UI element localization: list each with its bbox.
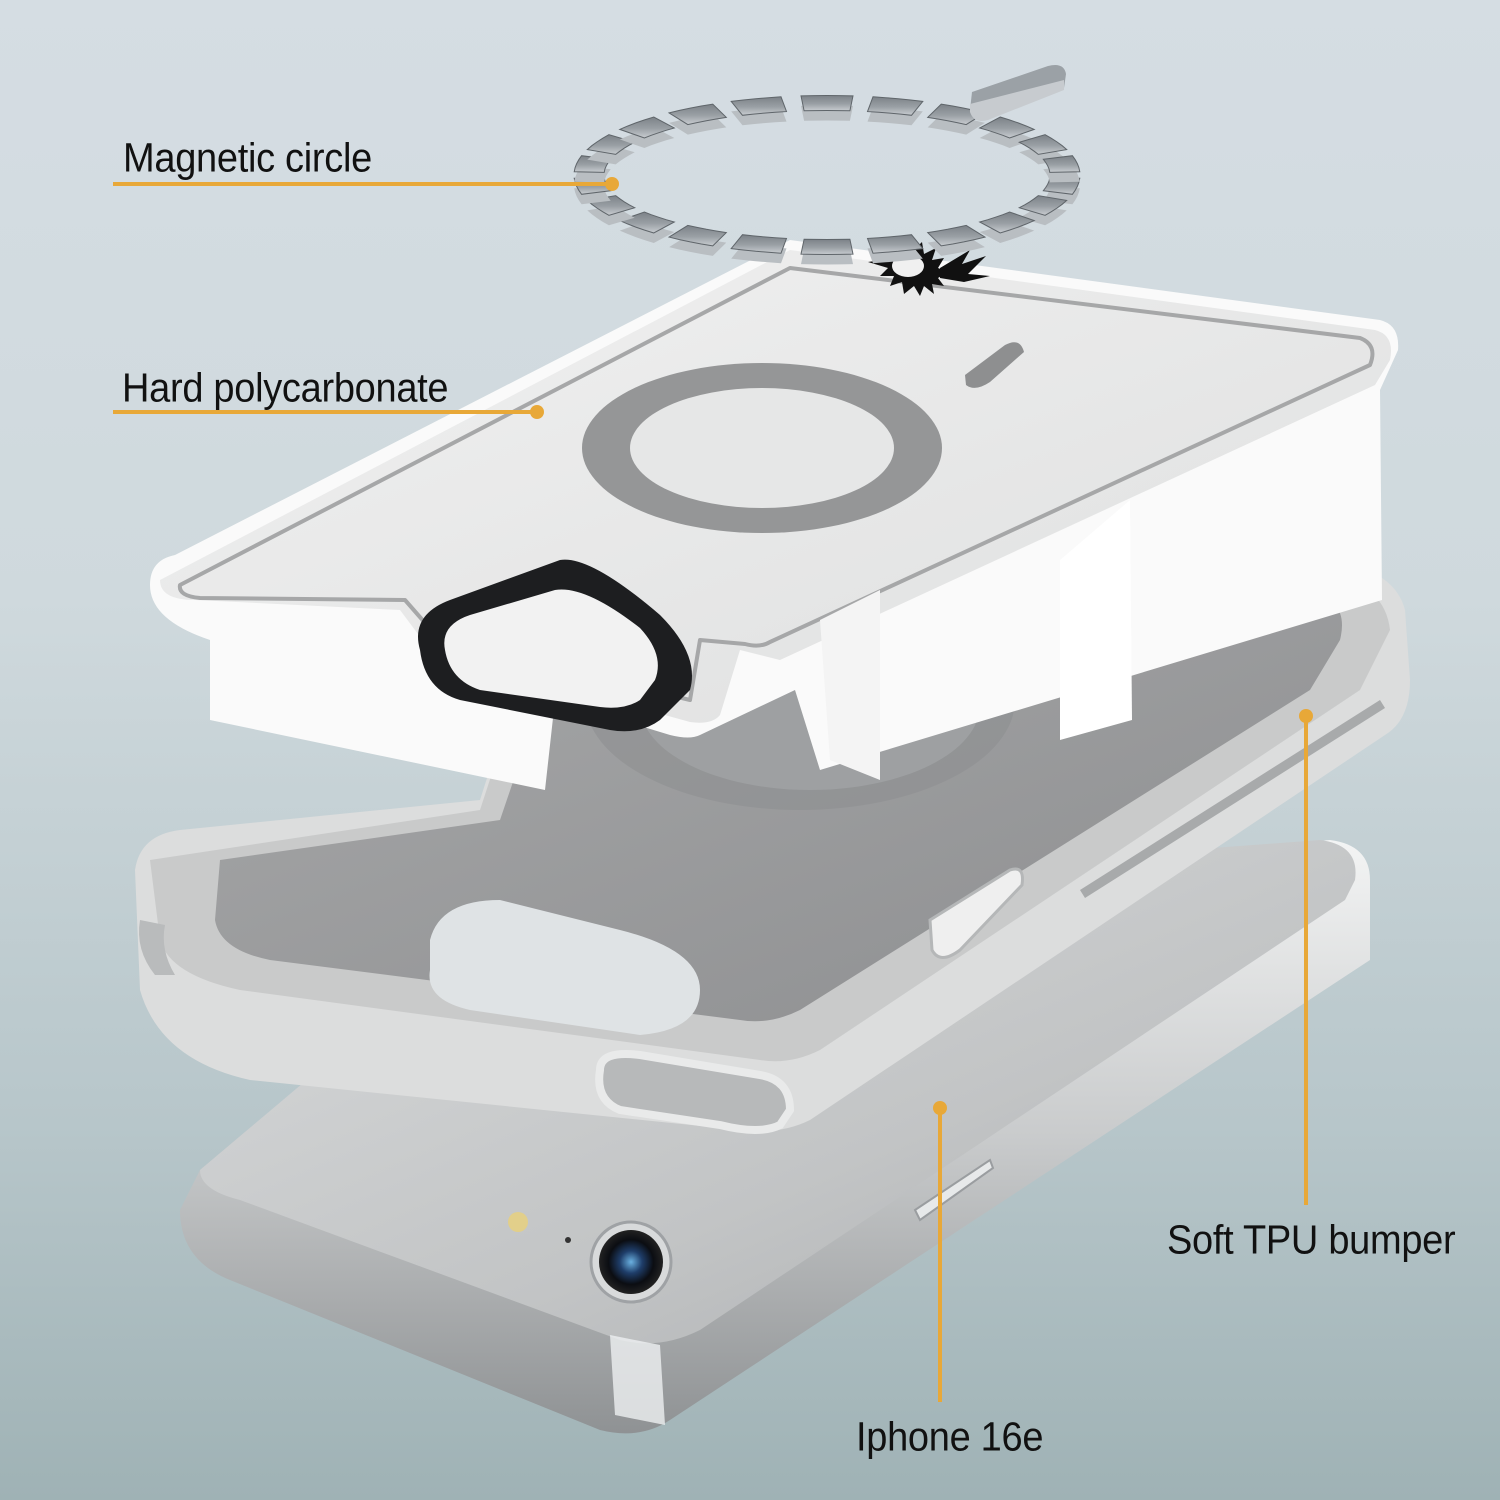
leader-line-iphone-16e bbox=[938, 1108, 942, 1402]
label-iphone-16e: Iphone 16e bbox=[856, 1415, 1044, 1461]
magnet-alignment-tab bbox=[970, 65, 1066, 121]
microphone-icon bbox=[565, 1237, 571, 1243]
flash-icon bbox=[508, 1212, 528, 1232]
corner-air-pocket bbox=[595, 1050, 795, 1134]
leader-line-soft-tpu-bumper bbox=[1304, 716, 1308, 1205]
leader-dot-soft-tpu-bumper bbox=[1299, 709, 1313, 723]
label-hard-polycarbonate: Hard polycarbonate bbox=[122, 366, 449, 412]
camera-lens-icon bbox=[599, 1230, 663, 1294]
flash-slot bbox=[965, 342, 1024, 388]
leader-line-magnetic-circle bbox=[113, 182, 612, 186]
polycarbonate-shell bbox=[150, 240, 1399, 790]
leader-dot-iphone-16e bbox=[933, 1101, 947, 1115]
leader-dot-hard-polycarbonate bbox=[530, 405, 544, 419]
leader-dot-magnetic-circle bbox=[605, 177, 619, 191]
corner-air-pocket bbox=[139, 920, 175, 975]
magnetic-circle bbox=[573, 94, 1081, 265]
label-soft-tpu-bumper: Soft TPU bumper bbox=[1167, 1218, 1456, 1264]
leader-line-hard-polycarbonate bbox=[113, 410, 537, 414]
label-magnetic-circle: Magnetic circle bbox=[123, 136, 372, 182]
